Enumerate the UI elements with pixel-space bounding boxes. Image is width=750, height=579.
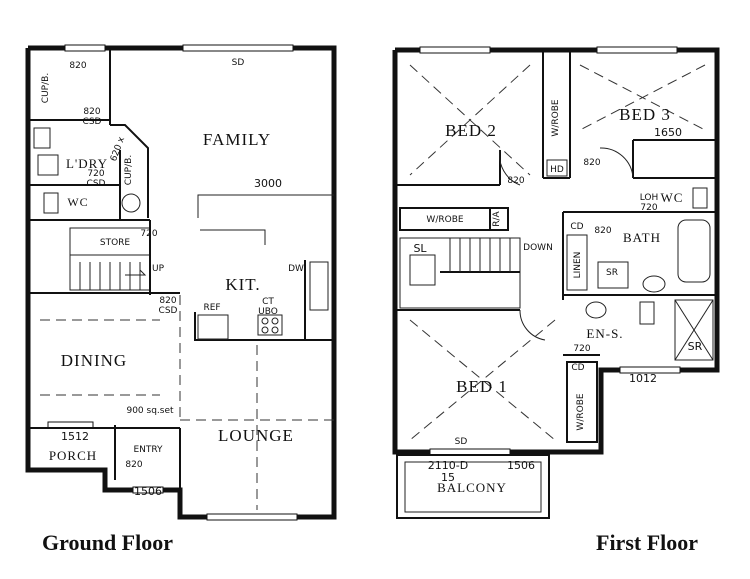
wardrobe-bed1-label: W/ROBE xyxy=(576,393,586,430)
first-floor-caption: First Floor xyxy=(596,530,699,555)
room-family-label: FAMILY xyxy=(203,130,271,149)
toilet xyxy=(43,192,59,214)
hot-water xyxy=(546,159,568,177)
bath-basin xyxy=(642,275,666,293)
shower-bath xyxy=(597,261,629,289)
wardrobe-bed2-top-label: W/ROBE xyxy=(551,99,561,136)
cupboard-label-left: CUP/B. xyxy=(41,73,51,103)
cooktop xyxy=(257,314,283,336)
return-air-label: R/A xyxy=(492,210,502,226)
fridge-space xyxy=(197,314,229,340)
bathtub xyxy=(677,219,711,283)
wardrobe-bed1 xyxy=(566,361,598,443)
cupboard-label-robe: CD xyxy=(571,363,584,373)
room-dining-label: DINING xyxy=(61,351,127,370)
room-wc-label: WC xyxy=(67,195,88,209)
cupboard-label-bath: CD xyxy=(570,222,583,232)
linen-cupboard xyxy=(566,234,588,291)
wardrobe-bed2-label: W/ROBE xyxy=(426,215,463,225)
door-width-label-entry: 820 xyxy=(125,460,142,470)
door-width-label-ensuite: 720 xyxy=(573,344,590,354)
door-width-label-bed3: 820 xyxy=(583,158,600,168)
kitchen-bench xyxy=(194,312,334,341)
room-bed3-label: BED 3 xyxy=(619,105,671,124)
ground-floor-caption: Ground Floor xyxy=(42,530,174,555)
door-width-label-store: 720 xyxy=(140,229,157,239)
room-bed2-label: BED 2 xyxy=(445,121,497,140)
dimension-3000-label: 3000 xyxy=(254,177,282,190)
window-top-left xyxy=(64,44,106,52)
fridge-label: REF xyxy=(203,303,220,313)
dimension-1506-label: 1506 xyxy=(134,485,162,498)
laundry-tub xyxy=(33,127,51,149)
room-porch-label: PORCH xyxy=(49,448,97,463)
sliding-door-label: SD xyxy=(232,58,245,68)
sq-set-label: 900 sq.set xyxy=(126,406,174,416)
ground-floor-plan: FAMILY KIT. DINING LOUNGE PORCH ENTRY L'… xyxy=(25,44,337,521)
ensuite-basin xyxy=(585,301,607,319)
window-entry xyxy=(132,486,164,494)
return-air xyxy=(489,207,509,231)
first-outer-wall xyxy=(392,47,720,455)
room-laundry-label: L'DRY xyxy=(66,156,108,171)
window-ensuite xyxy=(619,366,681,374)
window-lounge xyxy=(206,513,298,521)
stairs-up-label: UP xyxy=(152,264,165,274)
sl-label: SL xyxy=(413,242,427,255)
stairs-down-label: DOWN xyxy=(523,243,553,253)
shower-bath-label: SR xyxy=(606,268,618,278)
basin xyxy=(121,193,141,213)
room-lounge-label: LOUNGE xyxy=(218,426,294,445)
toilet-upstairs xyxy=(692,187,708,209)
cupboard-label-right: CUP/B. xyxy=(124,155,134,185)
washer xyxy=(37,154,59,176)
room-bed1-label: BED 1 xyxy=(456,377,508,396)
door-width-label-bath: 820 xyxy=(594,226,611,236)
room-wc-upstairs-label: WC xyxy=(661,190,684,205)
dishwasher-label: DW xyxy=(288,264,304,274)
door-width-label: 820 xyxy=(69,61,86,71)
window-bed3 xyxy=(596,46,678,54)
dimension-1506-first-label: 1506 xyxy=(507,459,535,472)
dimension-1512-label: 1512 xyxy=(61,430,89,443)
kitchen-sink xyxy=(309,261,329,311)
ensuite-shower xyxy=(674,299,714,361)
room-entry-label: ENTRY xyxy=(133,445,163,455)
room-kitchen-label: KIT. xyxy=(225,275,260,294)
window-bed2 xyxy=(419,46,491,54)
wall xyxy=(110,124,149,218)
ensuite-toilet xyxy=(639,301,655,325)
dimension-1650-label: 1650 xyxy=(654,126,682,139)
shower-ensuite-label: SR xyxy=(688,340,703,353)
door-width-label-bed2: 820 xyxy=(507,176,524,186)
balcony-outline xyxy=(396,454,550,519)
room-linen-label: LINEN xyxy=(573,252,583,279)
dimension-line xyxy=(197,194,334,218)
room-store-label: STORE xyxy=(100,238,131,248)
sliding-door-top xyxy=(182,44,294,52)
stair-landing-box xyxy=(409,254,436,286)
hot-water-label: HD xyxy=(550,165,564,175)
room-ensuite-label: EN-S. xyxy=(586,326,623,341)
sliding-door-label-bed1: SD xyxy=(455,437,468,447)
dimension-1012-label: 1012 xyxy=(629,372,657,385)
room-balcony-label: BALCONY xyxy=(437,480,507,495)
first-floor-plan: BED 2 BED 3 BED 1 BATH WC EN-S. BALCONY … xyxy=(392,46,720,519)
room-bath-label: BATH xyxy=(623,230,661,245)
